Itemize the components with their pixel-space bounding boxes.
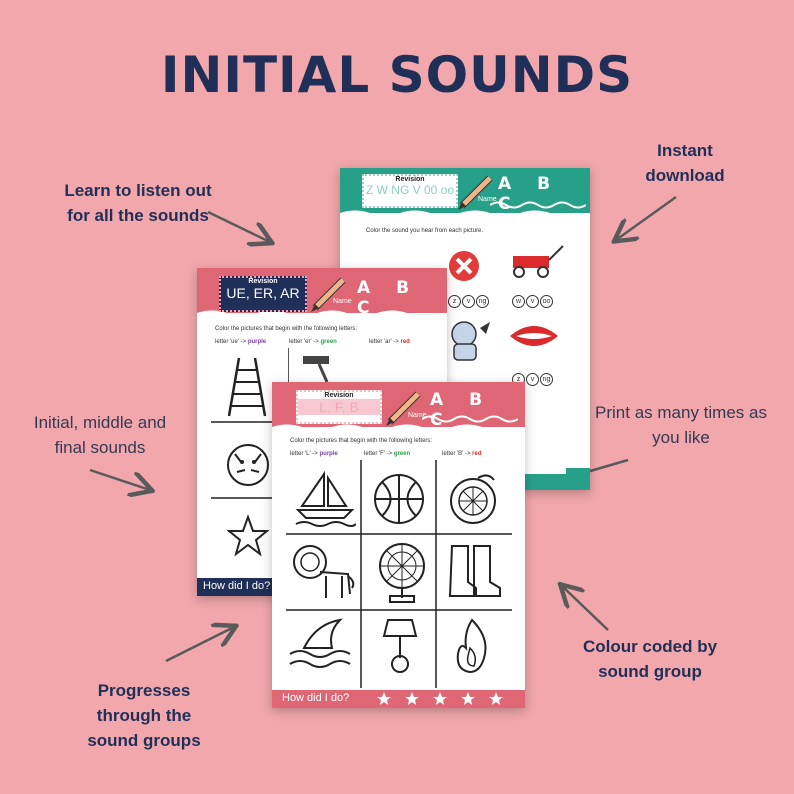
basketball-icon (374, 474, 424, 524)
arrow-listen (207, 210, 270, 242)
legend-color-word: purple (247, 339, 267, 345)
revision-letters: UE, ER, AR (226, 285, 300, 301)
legend-text: letter 'F' -> (364, 451, 393, 457)
hammer-icon (303, 356, 329, 383)
lion-icon (293, 545, 355, 598)
abc-letters: A B C (430, 390, 493, 430)
revision-label: Revision (248, 278, 278, 285)
star-icon (227, 514, 269, 556)
revision-box: Revision L, F, B (296, 390, 382, 424)
lamp-icon (382, 619, 418, 673)
option-oo[interactable]: oo (540, 295, 553, 308)
tiger-icon (227, 444, 269, 486)
name-label: Name (408, 412, 427, 419)
cross-icon (449, 251, 479, 281)
boots-icon (448, 545, 501, 597)
name-line-wave (422, 415, 518, 423)
spacer (530, 246, 540, 248)
legend-item-1: letter 'ue' -> purple (215, 339, 266, 345)
legend-color-word: green (393, 451, 411, 457)
legend-item-2: letter 'F' -> green (364, 451, 410, 457)
callout-colour-coded: Colour coded by sound group (582, 637, 718, 681)
star-rating-icon (489, 692, 503, 705)
legend-text: letter 'B' -> (442, 451, 471, 457)
revision-box: Revision UE, ER, AR (219, 276, 307, 312)
instruction-text: Color the pictures that begin with the f… (215, 326, 358, 332)
star-rating-icon (461, 692, 475, 705)
revision-label: Revision (395, 176, 425, 183)
name-label: Name (333, 298, 352, 305)
option-ng[interactable]: ng (540, 373, 553, 386)
footer-text: How did I do? (203, 580, 271, 592)
wagon-icon (513, 245, 564, 278)
fire-icon (456, 618, 487, 674)
legend-text: letter 'ue' -> (215, 339, 247, 345)
name-line-wave (490, 201, 586, 209)
callout-listen: Learn to listen out for all the sounds (64, 181, 212, 225)
picture-grid (286, 460, 512, 688)
page-title: INITIAL SOUNDS (160, 46, 634, 104)
worksheet-front: Revision L, F, B A B C Name Color the pi… (272, 382, 525, 708)
star-rating-icon (377, 692, 391, 705)
wave-divider (272, 424, 525, 436)
legend-text: letter 'L' -> (290, 451, 318, 457)
callout-initial-middle-final: Initial, middle and final sounds (33, 413, 167, 457)
instruction-text: Color the pictures that begin with the f… (290, 438, 433, 444)
fan-icon (379, 543, 425, 603)
baby-icon (451, 321, 490, 361)
arrow-colour (562, 586, 609, 631)
option-z[interactable]: z (448, 295, 461, 308)
arrow-progress (165, 627, 234, 663)
star-rating-icon (405, 692, 419, 705)
option-v[interactable]: v (526, 295, 539, 308)
abc-letters: A B C (357, 278, 420, 318)
legend-item-3: letter 'ar' -> red (369, 339, 410, 345)
wave-divider (340, 210, 590, 222)
legend-color-word: green (320, 339, 337, 345)
ladder-icon (227, 357, 267, 417)
option-v[interactable]: v (526, 373, 539, 386)
revision-letters: Z W NG V 00 oo (365, 183, 455, 197)
option-ng[interactable]: ng (476, 295, 489, 308)
callout-print: Print as many times as you like (595, 403, 767, 447)
star-rating-icon (433, 692, 447, 705)
option-w[interactable]: w (512, 295, 525, 308)
arrow-initial (89, 468, 150, 490)
legend-item-1: letter 'L' -> purple (290, 451, 338, 457)
revision-letters: L, F, B (298, 399, 380, 415)
legend-color-word: purple (319, 451, 338, 457)
legend-item-3: letter 'B' -> red (442, 451, 481, 457)
callout-progresses: Progresses through the sound groups (87, 681, 201, 750)
rating-stars[interactable] (376, 691, 524, 707)
name-label: Name (478, 196, 497, 203)
instruction-text: Color the sound you hear from each pictu… (366, 228, 484, 234)
arrow-instant (616, 195, 677, 240)
callout-instant-download: Instant download (645, 141, 725, 185)
pencil-icon (458, 175, 493, 210)
legend-color-word: red (472, 451, 482, 457)
revision-label: Revision (324, 392, 354, 399)
revision-box: Revision Z W NG V 00 oo (362, 174, 458, 208)
shark-fin-icon (289, 618, 351, 668)
pencil-icon (386, 391, 421, 426)
footer-text: How did I do? (282, 692, 350, 704)
pencil-icon (311, 277, 346, 312)
legend-text: letter 'ar' -> (369, 339, 399, 345)
legend-item-2: letter 'er' -> green (289, 339, 337, 345)
legend-text: letter 'er' -> (289, 339, 319, 345)
sailboat-icon (295, 470, 356, 527)
sheet-footer (272, 690, 525, 708)
lips-icon (510, 326, 558, 346)
wave-divider (197, 310, 447, 322)
legend-color-word: red (400, 339, 410, 345)
option-v[interactable]: v (462, 295, 475, 308)
lemon-icon (450, 474, 496, 524)
